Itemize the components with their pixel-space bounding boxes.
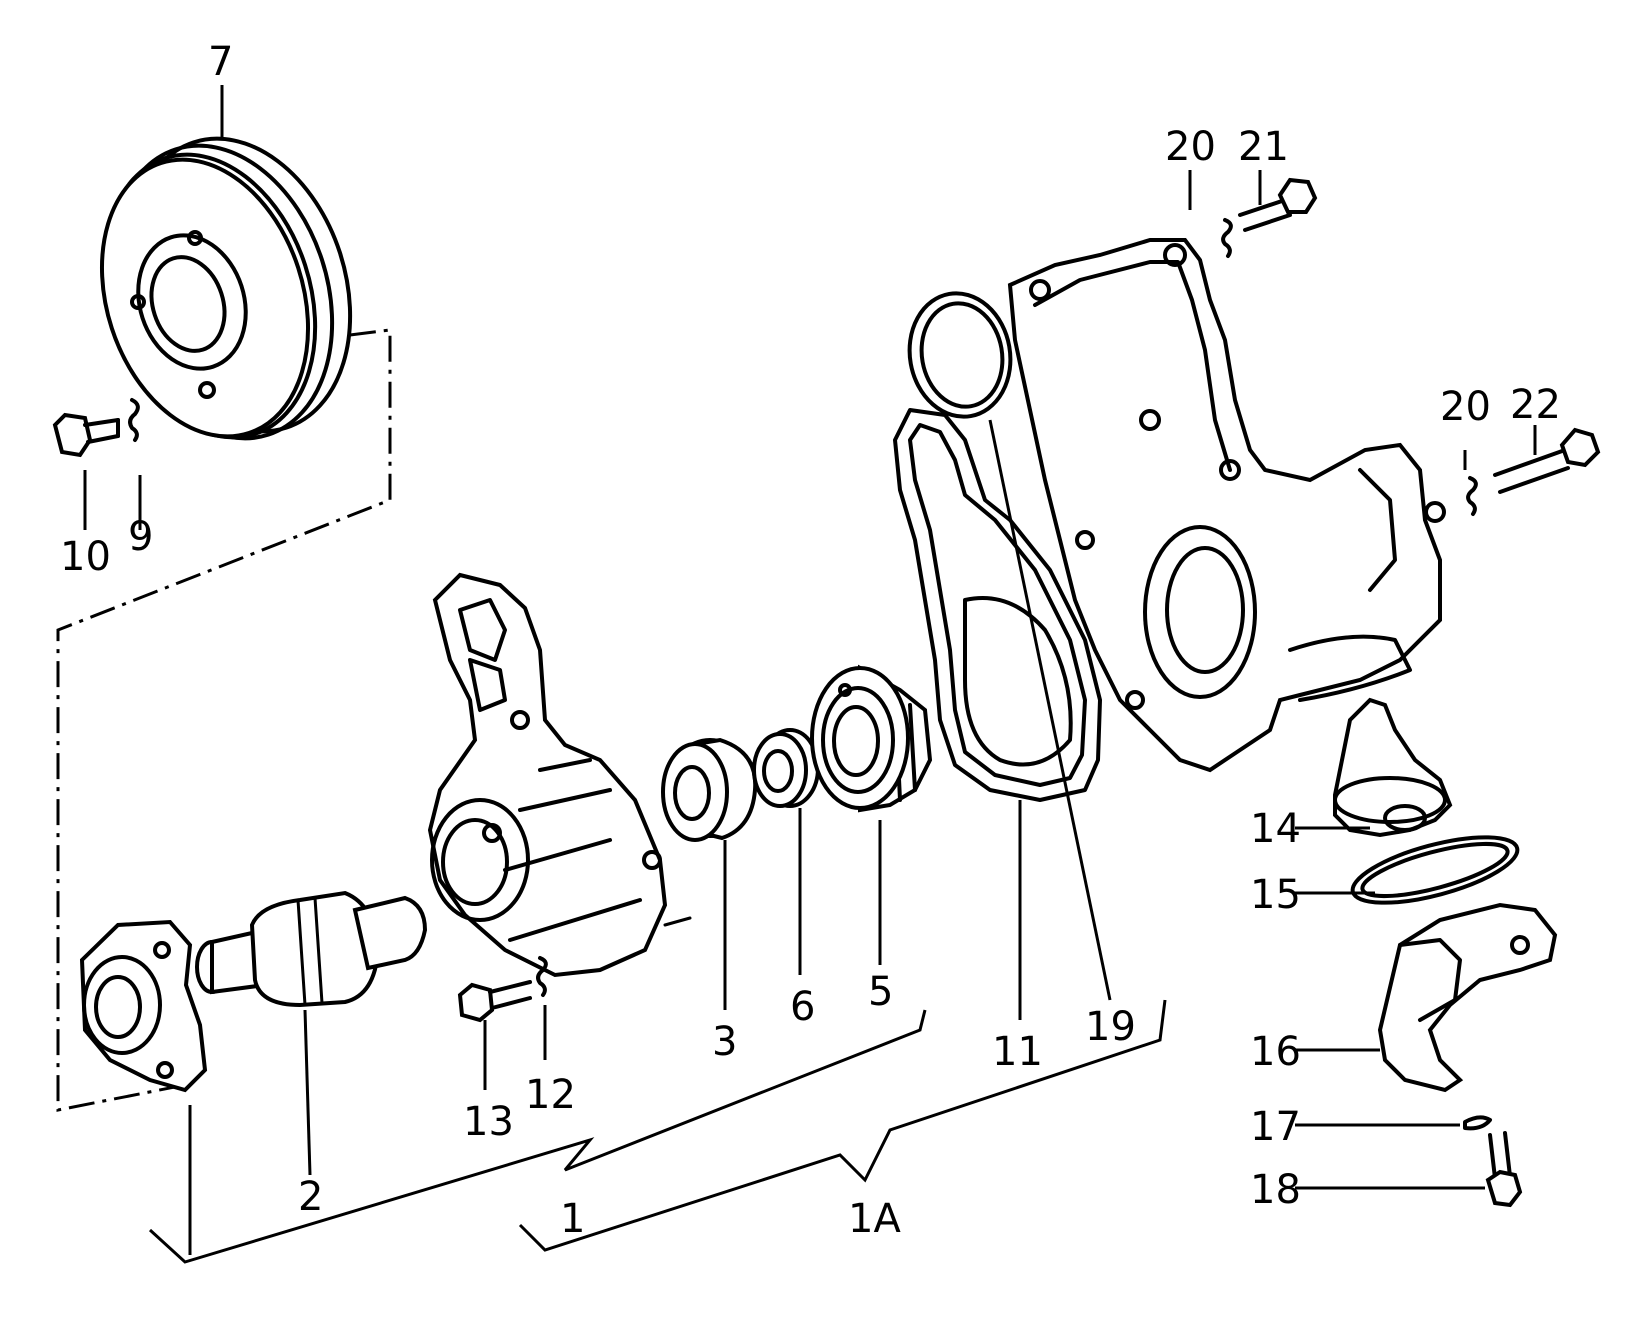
pulley	[99, 136, 353, 441]
thermostat-cover-16	[1377, 902, 1558, 1093]
callout-13: 13	[463, 1099, 514, 1145]
o-ring-15	[1350, 835, 1520, 905]
callout-22: 22	[1510, 382, 1561, 428]
bearing-ring-3	[661, 737, 758, 842]
callout-18: 18	[1250, 1167, 1301, 1213]
bolt-10	[52, 412, 120, 458]
callout-14: 14	[1250, 806, 1301, 852]
bracket-group-1A	[518, 999, 1167, 1252]
callout-20-top: 20	[1165, 124, 1216, 170]
callout-5: 5	[868, 969, 893, 1015]
bracket-group-1	[148, 1009, 927, 1264]
impeller-5	[810, 664, 933, 813]
lock-washer-12	[536, 956, 548, 997]
lock-washer-20-top	[1221, 218, 1233, 258]
callout-1: 1	[560, 1196, 585, 1242]
gasket-11	[893, 408, 1102, 802]
callout-16: 16	[1250, 1029, 1301, 1075]
bolt-22	[1493, 427, 1601, 494]
bolt-13	[457, 980, 532, 1023]
callout-19: 19	[1085, 1004, 1136, 1050]
callout-17: 17	[1250, 1104, 1301, 1150]
bolt-21	[1238, 177, 1318, 232]
callout-21: 21	[1238, 124, 1289, 170]
pump-housing	[427, 572, 692, 978]
callout-1A: 1A	[848, 1196, 901, 1242]
flange-hub	[79, 919, 208, 1093]
bolt-18	[1485, 1131, 1523, 1208]
seal-ring-6	[752, 728, 820, 808]
gasket-ring-19	[907, 291, 1013, 419]
callout-10: 10	[60, 534, 111, 580]
callout-7: 7	[208, 39, 233, 85]
callout-3: 3	[712, 1019, 737, 1065]
cover-housing	[1007, 238, 1446, 773]
callout-20-right: 20	[1440, 384, 1491, 430]
callout-2: 2	[298, 1174, 323, 1220]
lock-washer-20-right	[1466, 476, 1478, 516]
callout-9: 9	[128, 514, 153, 560]
dashed-group-outline	[56, 328, 392, 1112]
shaft-bearing	[195, 890, 428, 1008]
thermostat-14	[1333, 697, 1453, 838]
washer-17	[1463, 1115, 1492, 1131]
callout-11: 11	[992, 1029, 1043, 1075]
lock-washer-9	[128, 398, 140, 442]
callout-15: 15	[1250, 872, 1301, 918]
callout-12: 12	[525, 1072, 576, 1118]
callout-6: 6	[790, 984, 815, 1030]
